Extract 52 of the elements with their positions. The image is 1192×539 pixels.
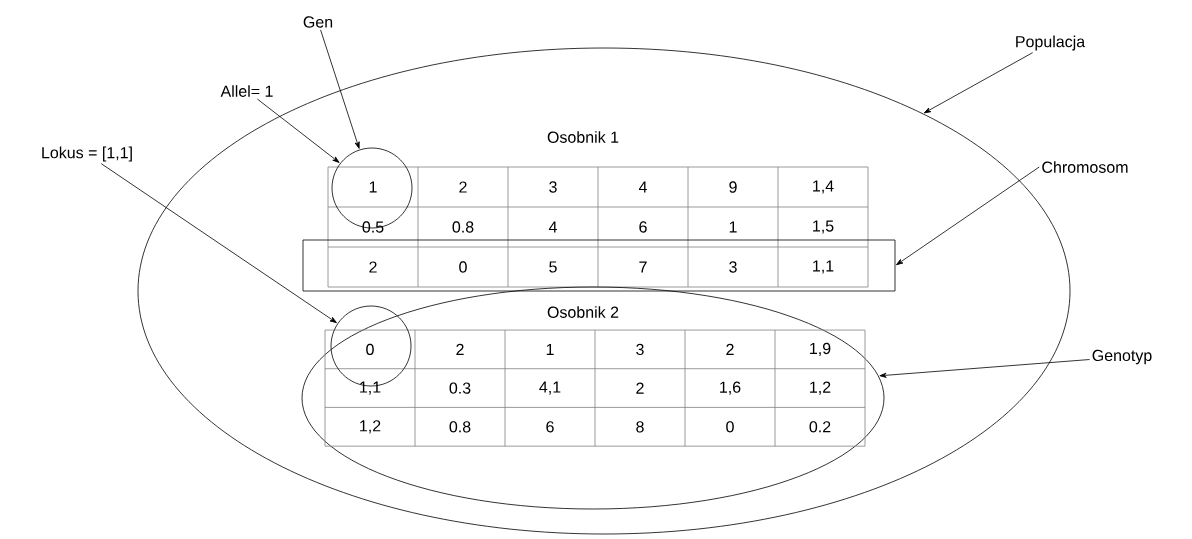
cell-value: 0 [366, 343, 374, 356]
arrow [879, 359, 1090, 378]
cell-value: 1,4 [813, 180, 834, 194]
cell-value: 1,9 [810, 342, 831, 356]
table-heading: Osobnik 2 [547, 306, 619, 318]
cell-value: 6 [546, 421, 554, 433]
callout-text: Chromosom [1042, 161, 1128, 173]
cell-value: 7 [639, 261, 647, 273]
cell-value: 1,2 [360, 420, 381, 434]
cell-value: 0.5 [362, 221, 384, 233]
cell-value: 5 [549, 261, 557, 273]
cell-value: 2 [636, 382, 644, 394]
cell-value: 1,6 [720, 381, 741, 395]
cell-value: 2 [726, 343, 734, 355]
callout-text: Lokus = [1,1] [42, 146, 132, 162]
cell-value: 2 [456, 343, 464, 355]
cell-value: 2 [369, 261, 377, 273]
cell-value: 4,1 [539, 381, 561, 395]
cell-value: 1,2 [810, 381, 831, 395]
cell-value: 1 [369, 181, 377, 193]
cell-value: 1 [546, 343, 554, 355]
cell-value: 0 [726, 421, 734, 433]
callout-text: Populacja [1016, 35, 1086, 51]
cell-value: 8 [636, 421, 644, 433]
cell-value: 6 [639, 221, 647, 233]
cell-value: 4 [638, 181, 647, 193]
cell-value: 3 [549, 181, 557, 193]
cell-value: 0.3 [449, 382, 471, 394]
cell-value: 0.8 [452, 221, 474, 233]
cell-value: 1,5 [813, 220, 834, 234]
cell-value: 3 [636, 343, 644, 356]
cell-value: 0 [459, 261, 467, 273]
ellipse-outline [301, 286, 885, 510]
cell-value: 1 [729, 221, 737, 233]
cell-value: 0.8 [449, 421, 471, 433]
cell-value: 1,1 [813, 260, 834, 274]
cell-value: 2 [459, 181, 467, 193]
table-heading: Osobnik 1 [547, 131, 619, 143]
cell-value: 3 [729, 261, 737, 273]
cell-value: 0.2 [809, 421, 831, 433]
cell-value: 9 [729, 181, 737, 193]
rectangle-outline [302, 239, 896, 292]
callout-text: Genotyp [1092, 349, 1152, 365]
arrow [100, 163, 337, 324]
arrow [320, 29, 360, 149]
arrow [896, 166, 1040, 266]
cell-value: 1,1 [360, 381, 381, 395]
callout-text: Gen [303, 16, 333, 28]
callout-text: Allel= 1 [220, 85, 273, 97]
cell-value: 4 [548, 221, 557, 233]
arrow [923, 52, 1034, 114]
arrow [257, 98, 340, 163]
